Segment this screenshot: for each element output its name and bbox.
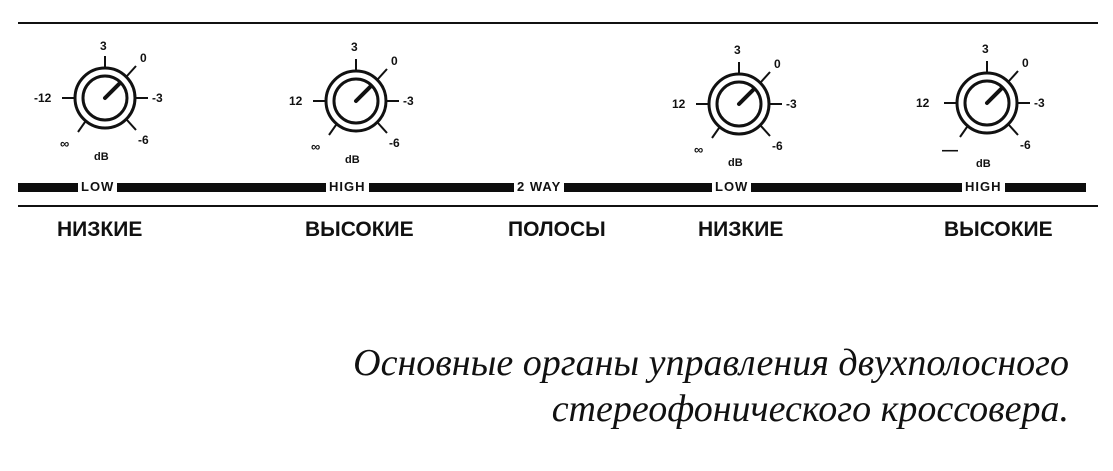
bottom-rule: [18, 205, 1098, 207]
scale-label-right-bottom: -6: [1020, 138, 1031, 152]
scale-ticks: [313, 59, 399, 136]
scale-label-left-bottom: —: [942, 142, 958, 159]
scale-label-right: -3: [152, 91, 163, 105]
scale-unit: dB: [94, 151, 109, 163]
scale-label-right-bottom: -6: [138, 133, 149, 147]
knob-body[interactable]: [955, 71, 1019, 135]
scale-label-right-top: 0: [391, 54, 398, 68]
scale-label-left-bottom: ∞: [311, 139, 320, 154]
scale-label-right: -3: [403, 94, 414, 108]
scale-ticks: [696, 62, 782, 139]
scale-label-left: 12: [916, 96, 930, 110]
band-bar-two-way: [508, 183, 708, 192]
caption-line-1: Основные органы управления двухполосного: [353, 342, 1069, 384]
knob-body[interactable]: [707, 72, 771, 136]
scale-unit: dB: [976, 158, 991, 170]
knob-high-right[interactable]: 3 0 -3 -6 12 — dB: [912, 42, 1062, 173]
section-label-two-way: ПОЛОСЫ: [508, 218, 606, 241]
section-label-high-left: ВЫСОКИЕ: [305, 218, 414, 241]
section-label-high-right: ВЫСОКИЕ: [944, 218, 1053, 241]
band-label-low-left: LOW: [78, 179, 118, 194]
scale-label-right-bottom: -6: [389, 136, 400, 150]
band-label-high-left: HIGH: [326, 179, 369, 194]
top-rule: [18, 22, 1098, 24]
scale-label-right-top: 0: [140, 51, 147, 65]
scale-label-right: -3: [786, 97, 797, 111]
scale-label-top: 3: [734, 43, 741, 57]
scale-ticks: [944, 61, 1030, 138]
knob-low-left[interactable]: 3 0 -3 -6 -12 ∞ dB: [30, 36, 180, 166]
scale-label-left-bottom: ∞: [60, 136, 69, 151]
scale-label-top: 3: [982, 42, 989, 56]
section-label-low-left: НИЗКИЕ: [57, 218, 143, 241]
caption-line-2: стереофонического кроссовера.: [551, 388, 1069, 430]
scale-label-right-top: 0: [1022, 56, 1029, 70]
band-bar-low-left: [18, 183, 318, 192]
band-bar-high-right: [958, 183, 1086, 192]
scale-label-right: -3: [1034, 96, 1045, 110]
scale-label-left: -12: [34, 91, 52, 105]
scale-unit: dB: [728, 157, 743, 169]
section-label-low-right: НИЗКИЕ: [698, 218, 784, 241]
crossover-panel: 3 0 -3 -6 -12 ∞ dB 3 0 -3 -6 12 ∞ dB: [18, 22, 1098, 241]
scale-label-right-top: 0: [774, 57, 781, 71]
scale-label-left: 12: [672, 97, 686, 111]
scale-label-left: 12: [289, 94, 303, 108]
band-bar-low-right: [708, 183, 958, 192]
scale-unit: dB: [345, 154, 360, 166]
band-label-two-way: 2 WAY: [514, 179, 565, 194]
knob-high-left[interactable]: 3 0 -3 -6 12 ∞ dB: [281, 40, 431, 171]
figure-caption: Основные органы управления двухполосного…: [209, 340, 1069, 432]
band-label-high-right: HIGH: [962, 179, 1005, 194]
band-label-low-right: LOW: [712, 179, 752, 194]
knob-low-right[interactable]: 3 0 -3 -6 12 ∞ dB: [664, 43, 814, 174]
scale-ticks: [62, 56, 148, 133]
band-bar-high-left: [318, 183, 508, 192]
scale-label-top: 3: [351, 40, 358, 54]
scale-label-left-bottom: ∞: [694, 142, 703, 157]
scale-label-right-bottom: -6: [772, 139, 783, 153]
knob-body[interactable]: [73, 66, 137, 130]
knob-body[interactable]: [324, 69, 388, 133]
scale-label-top: 3: [100, 39, 107, 53]
